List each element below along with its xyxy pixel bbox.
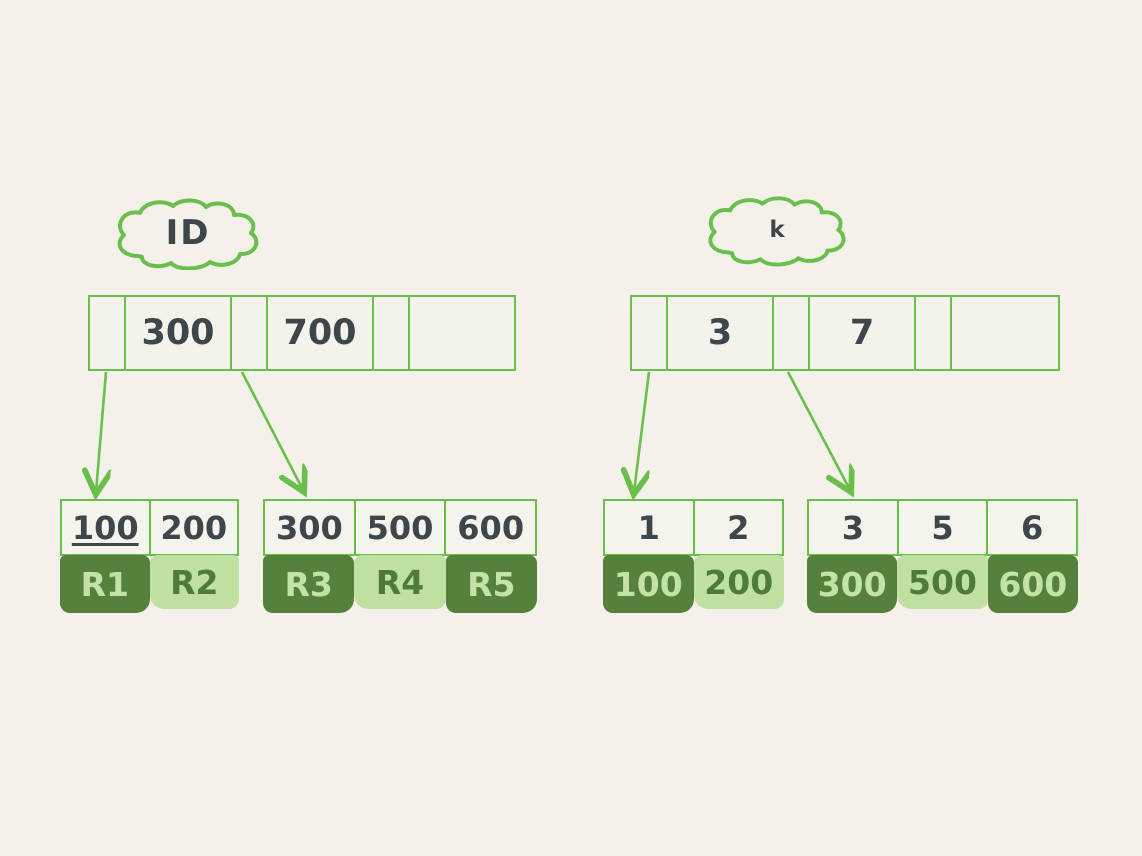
key-cell: 1 bbox=[605, 501, 695, 554]
record-block: R1 bbox=[60, 555, 150, 613]
leaf-key-row: 1 2 bbox=[603, 499, 784, 556]
cloud-outline-icon bbox=[117, 198, 259, 270]
index-name-label: ID bbox=[165, 213, 211, 253]
key-cell: 6 bbox=[1021, 508, 1044, 547]
pointer-cell bbox=[374, 297, 410, 369]
leaf-key-row: 3 5 6 bbox=[807, 499, 1078, 556]
pointer-cell bbox=[232, 297, 268, 369]
cloud-id: ID bbox=[112, 196, 264, 270]
record-block: R3 bbox=[263, 555, 355, 613]
record-block: 100 bbox=[603, 555, 694, 613]
leaf-node: 100 200 R1 R2 bbox=[60, 499, 239, 613]
root-node-k: 3 7 bbox=[630, 295, 1060, 371]
arrow-right-leaf2 bbox=[786, 371, 850, 490]
leaf-key-row: 300 500 600 bbox=[263, 499, 537, 556]
pointer-cell bbox=[916, 297, 952, 369]
key-cell: 300 bbox=[265, 501, 356, 554]
record-block: R4 bbox=[354, 555, 446, 609]
key-cell: 2 bbox=[727, 508, 750, 547]
key-cell: 600 bbox=[457, 508, 525, 547]
pointer-cell bbox=[632, 297, 668, 369]
key-cell: 500 bbox=[356, 501, 447, 554]
arrow-left-leaf2 bbox=[240, 371, 303, 490]
empty-cell bbox=[952, 297, 1058, 369]
key-cell: 3 bbox=[668, 297, 774, 369]
record-block: 600 bbox=[987, 555, 1078, 613]
cloud-k: k bbox=[703, 193, 851, 267]
pointer-cell bbox=[774, 297, 810, 369]
record-block: R2 bbox=[149, 555, 239, 609]
record-row: R1 R2 bbox=[60, 555, 239, 613]
leaf-key-row: 100 200 bbox=[60, 499, 239, 556]
key-cell: 300 bbox=[126, 297, 232, 369]
arrow-left-leaf1 bbox=[96, 371, 106, 492]
leaf-node: 300 500 600 R3 R4 R5 bbox=[263, 499, 537, 613]
record-block: 300 bbox=[807, 555, 898, 613]
record-row: 100 200 bbox=[603, 555, 784, 613]
record-block: R5 bbox=[445, 555, 537, 613]
arrow-right-leaf1 bbox=[634, 371, 651, 492]
leaf-node: 3 5 6 300 500 600 bbox=[807, 499, 1078, 613]
key-cell: 700 bbox=[268, 297, 374, 369]
root-node-id: 300 700 bbox=[88, 295, 516, 371]
key-cell: 200 bbox=[160, 508, 228, 547]
index-name-label: k bbox=[769, 217, 785, 243]
record-row: R3 R4 R5 bbox=[263, 555, 537, 613]
record-row: 300 500 600 bbox=[807, 555, 1078, 613]
record-block: 500 bbox=[897, 555, 988, 609]
key-cell: 100 bbox=[62, 501, 151, 554]
cloud-outline-icon bbox=[708, 196, 846, 267]
pointer-cell bbox=[90, 297, 126, 369]
empty-cell bbox=[410, 297, 514, 369]
record-block: 200 bbox=[693, 555, 784, 609]
key-cell: 3 bbox=[809, 501, 899, 554]
key-cell: 7 bbox=[810, 297, 916, 369]
key-cell: 5 bbox=[899, 501, 989, 554]
leaf-node: 1 2 100 200 bbox=[603, 499, 784, 613]
